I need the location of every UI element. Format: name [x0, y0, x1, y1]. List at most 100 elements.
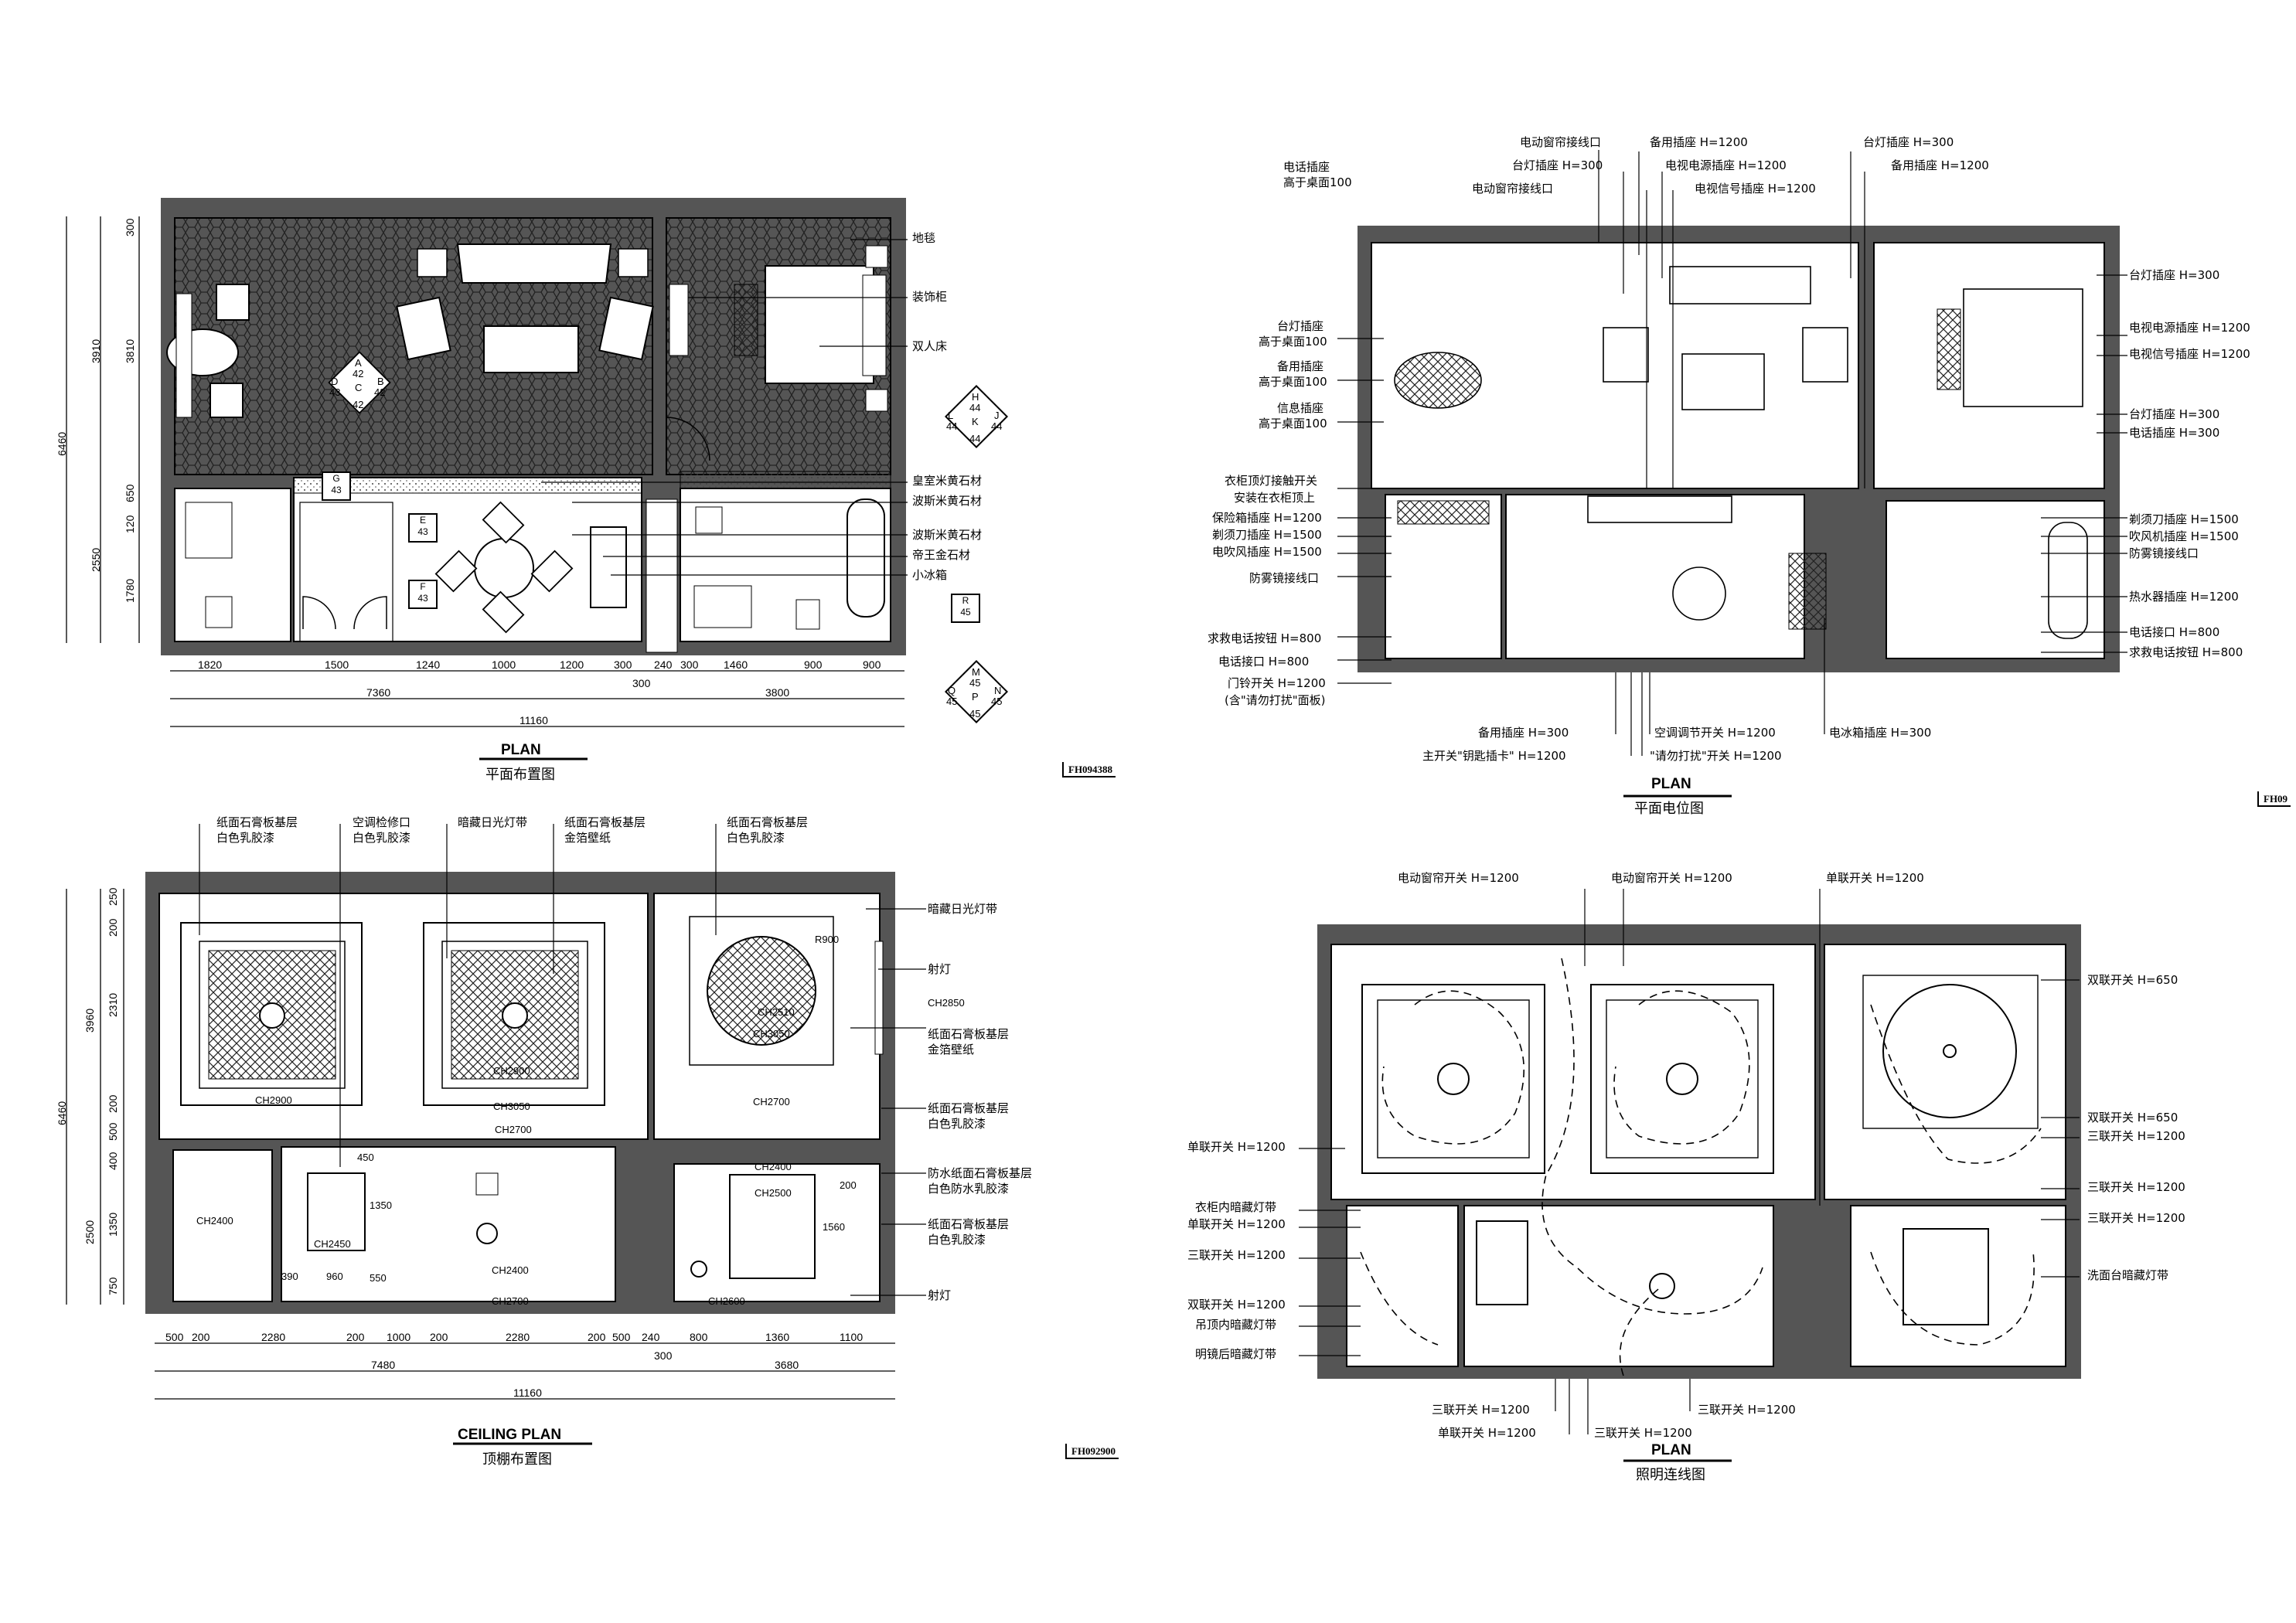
- plan2-bar: [1587, 495, 1732, 523]
- plan2-bed: [1963, 288, 2083, 407]
- p3-vdim-10: 6460: [56, 1101, 68, 1125]
- p4-bottom-1: 单联开关 H=1200: [1438, 1426, 1536, 1440]
- p2-left-10: 电吹风插座 H=1500: [1212, 545, 1322, 559]
- door-swing-1: [666, 417, 710, 461]
- stone-strip: [293, 477, 642, 494]
- callout-cabinet: 装饰柜: [912, 290, 948, 304]
- p2-right-3: 台灯插座 H=300: [2129, 407, 2220, 421]
- wardrobe-bed: [669, 284, 689, 356]
- p3-dim-total: 11160: [513, 1387, 542, 1399]
- p2-left-13: 电话接口 H=800: [1218, 655, 1310, 669]
- ceiling-bedroom-frame: [689, 916, 834, 1066]
- p3-right-5: 纸面石膏板基层: [928, 1101, 1010, 1115]
- side-chair: [210, 383, 244, 418]
- fridge-cabinet: [590, 526, 627, 608]
- p2-left-12: 求救电话按钮 H=800: [1208, 631, 1322, 645]
- headboard: [862, 274, 887, 376]
- elev-tag-hjkl: H 44 L 44 J 44 K 44: [940, 380, 1011, 451]
- p3-top-6: 金箔壁纸: [564, 831, 611, 845]
- p1-dim-d: 1000: [492, 658, 516, 671]
- p3-ch-11: CH2400: [755, 1161, 792, 1172]
- plan4-living: [1330, 944, 1816, 1200]
- p2-left-8: 保险箱插座 H=1200: [1212, 511, 1322, 525]
- p4-top-1: 电动窗帘开关 H=1200: [1611, 871, 1732, 885]
- armchair-left: [396, 296, 451, 361]
- p2-top-3: 电话插座: [1283, 160, 1330, 174]
- p4-left-0: 单联开关 H=1200: [1187, 1140, 1286, 1154]
- p3-right-9: 纸面石膏板基层: [928, 1217, 1010, 1231]
- p4-left-1: 衣柜内暗藏灯带: [1195, 1200, 1277, 1214]
- p3-dim-12: 1100: [840, 1331, 864, 1343]
- p2-left-5: 高于桌面100: [1259, 417, 1327, 430]
- wc-bath: [795, 599, 820, 630]
- plan2-title-en: PLAN: [1651, 776, 1691, 792]
- p3-dim-13: 300: [654, 1349, 673, 1362]
- bath-door-panel: [646, 498, 678, 653]
- p2-left-2: 备用插座: [1277, 359, 1324, 373]
- p3-vdim-3: 3960: [83, 1008, 96, 1033]
- p3-sd-6: 1560: [823, 1221, 845, 1233]
- p1-dim-total: 11160: [519, 714, 548, 726]
- plan2-chair-r: [1802, 327, 1848, 383]
- p3-dim-2: 2280: [261, 1331, 286, 1343]
- plan2-cabinet: [1937, 308, 1961, 390]
- light-strip: [874, 941, 884, 1055]
- p3-sd-1: 1350: [370, 1199, 392, 1211]
- nightstand-bottom: [865, 389, 888, 412]
- p2-right-1: 电视电源插座 H=1200: [2129, 321, 2250, 335]
- plan4-panel-right: [1590, 984, 1774, 1174]
- p3-top-5: 纸面石膏板基层: [564, 815, 646, 829]
- p3-ch-5: CH3050: [753, 1028, 790, 1039]
- plan2-title-cn: 平面电位图: [1634, 801, 1704, 817]
- wardrobe: [299, 502, 393, 642]
- p3-vdim-8: 2500: [83, 1220, 96, 1244]
- p3-sd-4: 960: [326, 1271, 343, 1282]
- plan-lighting: [1299, 889, 2081, 1434]
- p3-ch-13: CH2600: [708, 1295, 745, 1307]
- plan-electrical: [1337, 150, 2127, 756]
- p1-vdim-120: 120: [124, 515, 136, 533]
- p1-dim-b: 1500: [325, 658, 349, 671]
- p1-vdim-650: 650: [124, 484, 136, 502]
- p2-right-6: 吹风机插座 H=1500: [2129, 529, 2239, 543]
- plan2-dining-table: [1672, 567, 1726, 621]
- plan1-callout-lines: [541, 239, 908, 576]
- plan2-code: FH09: [2257, 791, 2291, 807]
- p3-sd-2: 550: [370, 1272, 387, 1284]
- plan3-title-en: CEILING PLAN: [458, 1427, 562, 1443]
- p2-right-0: 台灯插座 H=300: [2129, 268, 2220, 282]
- p3-ch-3: CH2700: [495, 1124, 532, 1135]
- p2-right-4: 电话插座 H=300: [2129, 426, 2220, 440]
- plan2-desk: [1394, 352, 1482, 409]
- nightstand-top: [865, 245, 888, 268]
- p3-right-4: 金箔壁纸: [928, 1043, 975, 1056]
- p4-left-4: 双联开关 H=1200: [1187, 1298, 1286, 1312]
- p2-top-9: 备用插座 H=1200: [1891, 158, 1989, 172]
- p3-vdim-9: 750: [107, 1277, 119, 1295]
- ceiling-panel-right-inner: [441, 941, 588, 1089]
- p3-ch-8: CH2450: [314, 1238, 351, 1250]
- p3-top-3: 白色乳胶漆: [353, 831, 411, 845]
- p3-ch-7: CH2400: [196, 1215, 233, 1227]
- entry-doors: [302, 596, 387, 630]
- p3-dim-0: 500: [165, 1331, 184, 1343]
- p3-dim-4: 1000: [387, 1331, 411, 1343]
- p3-dim-5: 200: [430, 1331, 448, 1343]
- plan4-light-right: [1666, 1063, 1698, 1095]
- p3-vdim-2: 2310: [107, 992, 119, 1017]
- decor-cabinet: [734, 284, 758, 356]
- p2-bottom-3: 主开关"钥匙插卡" H=1200: [1422, 749, 1566, 763]
- p3-vdim-7: 1350: [107, 1212, 119, 1237]
- p3-ch-10: CH2700: [492, 1295, 529, 1307]
- ceiling-bath-panel: [729, 1174, 816, 1279]
- stone-strip-2: [680, 471, 891, 489]
- plan4-ac-panel: [1476, 1220, 1528, 1305]
- p3-dim-9: 240: [642, 1331, 660, 1343]
- p2-top-4: 高于桌面100: [1283, 175, 1352, 189]
- plan4-bedroom: [1824, 944, 2066, 1200]
- p4-left-6: 明镜后暗藏灯带: [1195, 1347, 1277, 1361]
- p3-sd-5: 200: [840, 1179, 857, 1191]
- p1-dim-i: 1460: [724, 658, 748, 671]
